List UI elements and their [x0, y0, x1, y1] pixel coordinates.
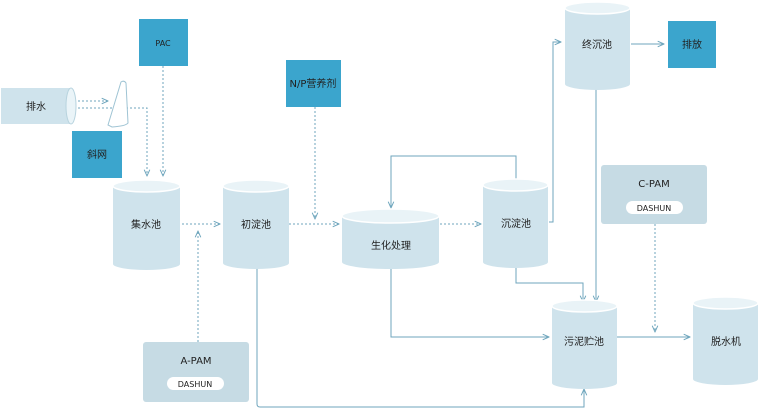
drain-inlet-pipe: 排水 — [1, 87, 77, 125]
np-nutrient-box: N/P营养剂 — [286, 60, 341, 107]
np-nutrient-label: N/P营养剂 — [290, 77, 337, 90]
flow-sed-return — [391, 155, 517, 208]
apam-label: A-PAM — [180, 356, 211, 367]
collection-tank-label: 集水池 — [131, 218, 161, 231]
biochemical-label: 生化处理 — [371, 239, 411, 252]
cpam-brand-pill — [626, 201, 683, 214]
sedimentation-label: 沉淀池 — [501, 217, 531, 230]
inclined-screen-shape — [107, 80, 129, 128]
pac-label: PAC — [155, 39, 171, 48]
drain-inlet-label: 排水 — [26, 100, 46, 113]
primary-settling-label: 初淀池 — [241, 218, 271, 231]
sludge-storage-tank: 污泥贮池 — [551, 299, 618, 389]
cpam-brand-label: DASHUN — [637, 204, 671, 213]
collection-tank: 集水池 — [112, 179, 181, 270]
flow-bio-to-sludge — [390, 268, 549, 337]
primary-settling-tank: 初淀池 — [222, 179, 290, 269]
flow-drain-to-collect — [74, 107, 147, 176]
apam-box: A-PAM DASHUN — [143, 342, 249, 402]
flow-primary-to-sludge — [256, 268, 584, 408]
cpam-label: C-PAM — [638, 179, 669, 190]
screen-label: 斜网 — [87, 148, 107, 161]
apam-brand-label: DASHUN — [178, 380, 212, 389]
discharge-label: 排放 — [682, 38, 702, 51]
flow-sed-to-sludge — [515, 266, 583, 302]
cpam-box: C-PAM DASHUN — [601, 165, 707, 224]
sedimentation-tank: 沉淀池 — [482, 178, 549, 268]
flow-sed-to-final — [549, 42, 561, 223]
apam-brand-pill — [167, 377, 224, 390]
connectors — [74, 42, 690, 408]
dewatering-machine: 脱水机 — [692, 296, 759, 385]
biochemical-tank: 生化处理 — [341, 208, 440, 269]
screen-box: 斜网 — [72, 131, 122, 178]
dewatering-label: 脱水机 — [711, 335, 741, 348]
pac-box: PAC — [139, 19, 188, 66]
sludge-storage-label: 污泥贮池 — [564, 335, 604, 348]
final-settling-tank: 终沉池 — [564, 1, 631, 90]
final-settling-label: 终沉池 — [582, 38, 612, 51]
discharge-box: 排放 — [668, 21, 716, 68]
